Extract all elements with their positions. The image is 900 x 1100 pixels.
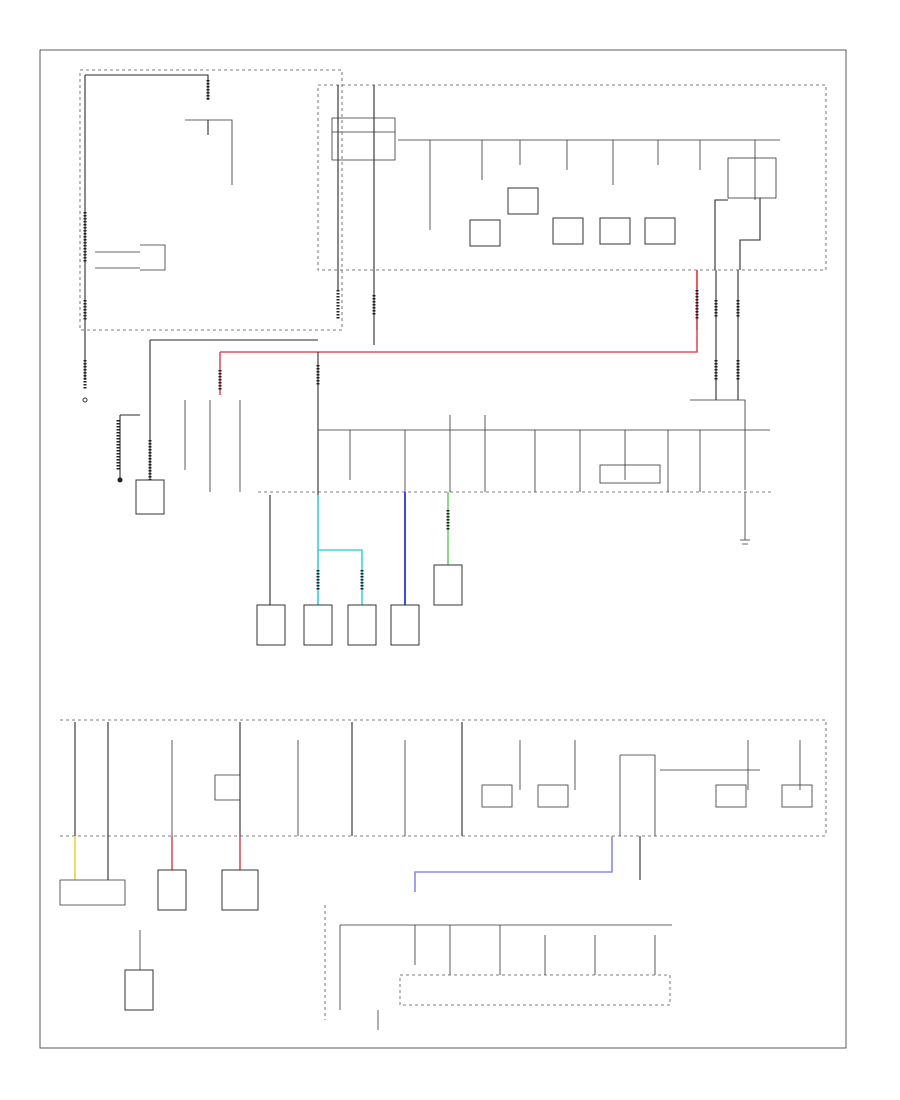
battery-area-outline xyxy=(79,69,343,331)
lower-fuse-box-outline xyxy=(60,719,827,836)
light-blue-wire xyxy=(414,836,613,892)
lower-fuses xyxy=(74,722,813,836)
bottom-fuses xyxy=(339,924,672,1030)
ground-icon xyxy=(116,414,140,483)
component-box xyxy=(135,479,165,515)
right-connectors xyxy=(690,270,746,490)
underhood-fuse-box-outline xyxy=(317,84,827,271)
battery-wiring xyxy=(82,74,233,403)
lower-loads xyxy=(59,836,259,1011)
middle-loads xyxy=(256,492,463,646)
ground-icon xyxy=(740,539,750,545)
underhood-fuses xyxy=(331,85,780,345)
diagram-frame xyxy=(39,49,847,1049)
middle-fuses xyxy=(184,400,770,492)
main-feed-wire xyxy=(149,339,318,480)
